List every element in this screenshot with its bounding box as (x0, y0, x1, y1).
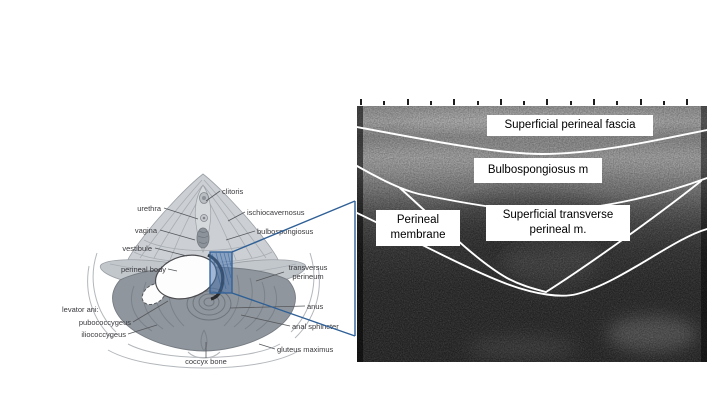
fascia-text: Superficial perineal fascia (504, 119, 636, 131)
clitoris-center (202, 196, 206, 200)
ultrasound-label-bulbospongiosus: Bulbospongiosus m (474, 158, 602, 183)
vagina-ridges (197, 230, 209, 244)
ultrasound-label-superficial-transverse: Superficial transverse perineal m. (486, 205, 630, 241)
ruler-tick (476, 101, 479, 105)
right-vignette (701, 106, 707, 362)
ruler-tick (686, 99, 689, 105)
anatomy-diagram: clitoris urethra ischiocavernosus vagina… (50, 170, 350, 395)
label-gluteus-maximus: gluteus maximus (277, 345, 334, 354)
membrane-text-line2: membrane (390, 228, 446, 241)
ruler-tick (593, 99, 595, 105)
ruler-tick (639, 99, 642, 105)
transverse-text-line2: perineal m. (529, 223, 587, 236)
anatomy-illustration: clitoris urethra ischiocavernosus vagina… (62, 173, 339, 369)
label-vestibule: vestibule (122, 244, 152, 253)
ruler-tick (383, 101, 386, 105)
ruler-tick (499, 99, 502, 105)
ruler-tick (662, 101, 665, 105)
vagina-opening (196, 227, 210, 249)
ruler-tick (616, 101, 619, 105)
label-urethra: urethra (137, 204, 162, 213)
ultrasound-image: Superficial perineal fascia Bulbospongio… (357, 99, 707, 362)
highlight-rect (209, 251, 233, 294)
ruler-tick (453, 99, 456, 105)
ruler-tick (569, 101, 572, 105)
label-pubococcygeus: pubococcygeus (79, 318, 131, 327)
label-perineum: perineum (292, 272, 323, 281)
ruler-tick (523, 101, 526, 105)
label-vagina: vagina (135, 226, 158, 235)
ultrasound-ruler (357, 99, 707, 106)
urethra-center (202, 216, 206, 220)
label-clitoris: clitoris (222, 187, 244, 196)
ruler-tick (546, 99, 549, 105)
ruler-tick (429, 101, 432, 105)
label-anal-sphincter: anal sphincter (292, 322, 339, 331)
transverse-text-line1: Superficial transverse (502, 209, 614, 221)
membrane-text-line1: Perineal (396, 214, 440, 226)
ultrasound-label-perineal-membrane: Perineal membrane (376, 210, 460, 246)
label-levator-ani: levator ani: (62, 305, 99, 314)
left-vignette (357, 106, 363, 362)
ruler-tick (360, 99, 362, 105)
label-ischiocavernosus: ischiocavernosus (247, 208, 305, 217)
label-bulbospongiosus: bulbospongiosus (257, 227, 314, 236)
label-perineal-body: perineal body (121, 265, 166, 274)
ultrasound-label-fascia: Superficial perineal fascia (487, 115, 653, 136)
label-iliococcygeus: iliococcygeus (81, 330, 126, 339)
ruler-tick (406, 99, 409, 105)
label-anus: anus (307, 302, 324, 311)
bulbo-text: Bulbospongiosus m (487, 164, 589, 176)
label-coccyx-bone: coccyx bone (185, 357, 227, 366)
label-transversus: transversus (289, 263, 328, 272)
